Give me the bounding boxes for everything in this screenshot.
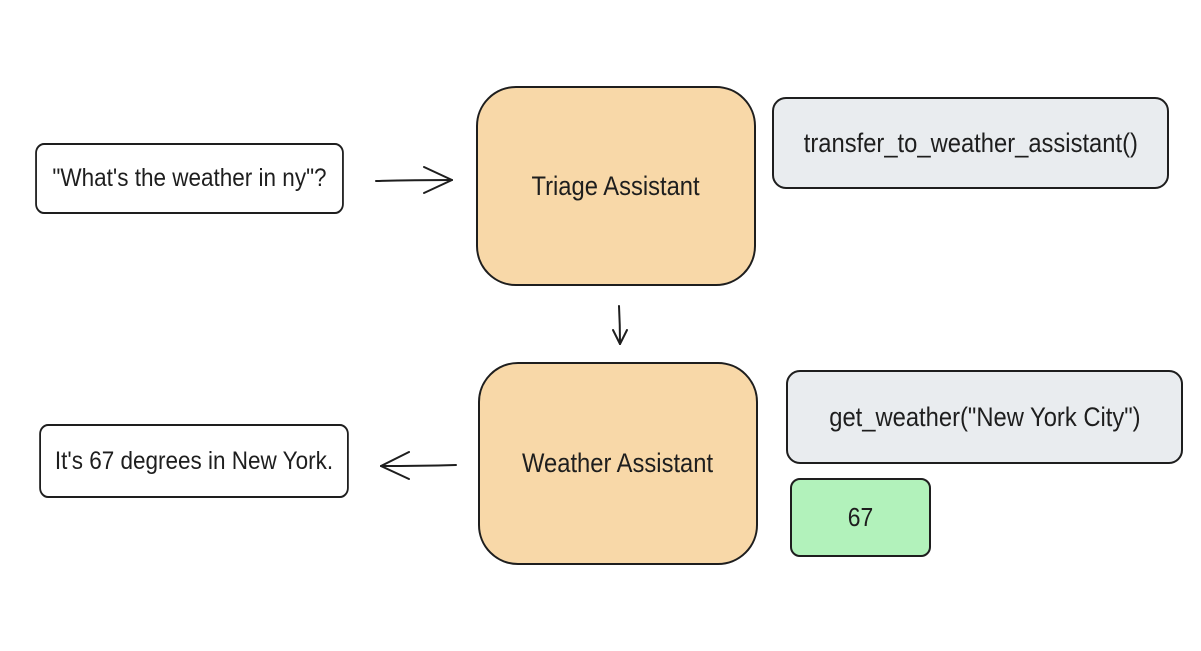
final-response-text: It's 67 degrees in New York. (54, 446, 334, 475)
weather-assistant-label: Weather Assistant (522, 448, 714, 478)
triage-assistant-label: Triage Assistant (531, 170, 701, 201)
tool-result-node: 67 (790, 478, 931, 557)
transfer-tool-call-label: transfer_to_weather_assistant() (803, 127, 1138, 158)
transfer-tool-call-node: transfer_to_weather_assistant() (772, 97, 1169, 189)
get-weather-tool-call-node: get_weather("New York City") (786, 370, 1183, 464)
arrow-query-to-triage (375, 166, 453, 194)
arrow-weather-to-response (380, 451, 457, 480)
tool-result-label: 67 (847, 502, 874, 532)
final-response-box: It's 67 degrees in New York. (39, 424, 349, 498)
weather-assistant-node: Weather Assistant (478, 362, 758, 565)
arrow-triage-to-weather (612, 305, 628, 345)
get-weather-tool-call-label: get_weather("New York City") (828, 401, 1141, 432)
user-query-text: "What's the weather in ny"? (52, 164, 327, 192)
user-query-box: "What's the weather in ny"? (35, 143, 344, 214)
triage-assistant-node: Triage Assistant (476, 86, 756, 286)
